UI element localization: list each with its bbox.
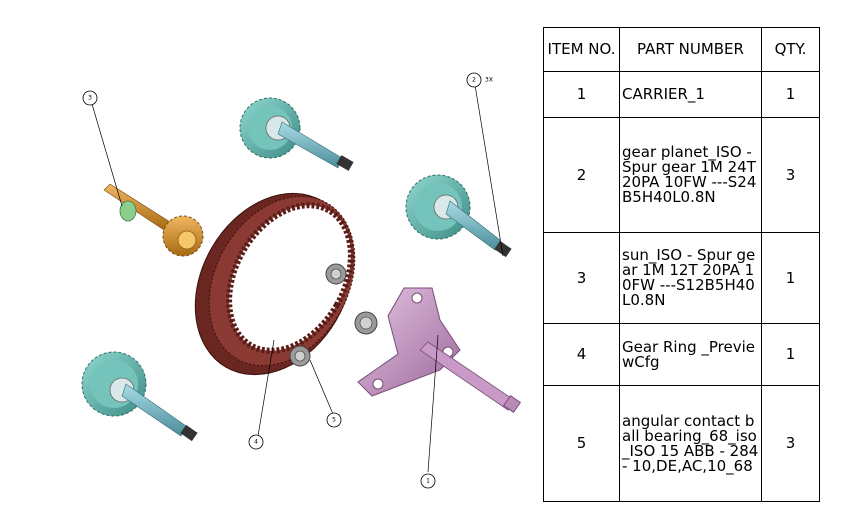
qty: 1 [761, 323, 820, 386]
ring-gear [194, 192, 356, 376]
svg-text:4: 4 [254, 439, 258, 446]
svg-text:3: 3 [88, 95, 92, 102]
balloon-bearing: 5 [326, 412, 342, 428]
bom-header-row: ITEM NO. PART NUMBER QTY. [543, 27, 820, 72]
bom-row: 5 angular contact ball bearing_68_iso_IS… [543, 385, 820, 502]
header-part-number: PART NUMBER [619, 27, 762, 72]
bill-of-materials: ITEM NO. PART NUMBER QTY. 1 CARRIER_1 1 … [543, 27, 820, 502]
sun-gear [103, 183, 204, 257]
item-no: 4 [543, 323, 620, 386]
item-no: 5 [543, 385, 620, 502]
planet-gear-top [239, 97, 354, 171]
bearing-2 [289, 345, 311, 367]
part-number: CARRIER_1 [619, 71, 762, 118]
svg-text:1: 1 [426, 478, 430, 485]
header-qty: QTY. [761, 27, 820, 72]
svg-text:3X: 3X [485, 77, 493, 84]
svg-text:5: 5 [332, 417, 336, 424]
planet-gear-bottom [81, 351, 198, 442]
bom-row: 4 Gear Ring _PreviewCfg 1 [543, 323, 820, 386]
bearing-1 [325, 263, 347, 285]
item-no: 1 [543, 71, 620, 118]
balloon-carrier: 1 [420, 473, 436, 489]
header-item-no: ITEM NO. [543, 27, 620, 72]
part-number: sun_ISO - Spur gear 1M 12T 20PA 10FW ---… [619, 232, 762, 324]
bearing-3 [354, 311, 378, 335]
qty: 3 [761, 385, 820, 502]
qty: 1 [761, 71, 820, 118]
part-number: Gear Ring _PreviewCfg [619, 323, 762, 386]
balloon-planet: 2 3X [466, 72, 493, 88]
balloon-ring: 4 [248, 434, 264, 450]
bom-row: 1 CARRIER_1 1 [543, 71, 820, 118]
item-no: 3 [543, 232, 620, 324]
part-number: angular contact ball bearing_68_iso_ISO … [619, 385, 762, 502]
leader-lines [91, 84, 504, 473]
qty: 1 [761, 232, 820, 324]
bom-row: 3 sun_ISO - Spur gear 1M 12T 20PA 10FW -… [543, 232, 820, 324]
balloon-sun: 3 [82, 90, 98, 106]
carrier [357, 287, 522, 414]
planet-gear-right [405, 174, 512, 258]
bom-row: 2 gear planet_ISO - Spur gear 1M 24T 20P… [543, 117, 820, 233]
item-no: 2 [543, 117, 620, 233]
svg-text:2: 2 [472, 77, 476, 84]
part-number: gear planet_ISO - Spur gear 1M 24T 20PA … [619, 117, 762, 233]
qty: 3 [761, 117, 820, 233]
